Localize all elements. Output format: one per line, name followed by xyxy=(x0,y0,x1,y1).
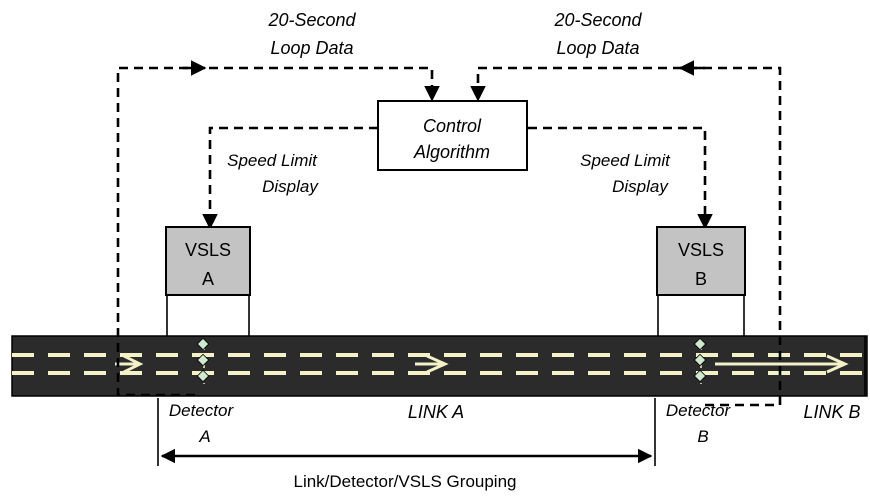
vsls-a-label-1: VSLS xyxy=(185,240,231,260)
traffic-flow-arrow-right xyxy=(715,354,849,374)
control-algorithm-label-2: Algorithm xyxy=(413,142,490,162)
detector-b-label-2: B xyxy=(697,427,708,446)
loop-data-line-left xyxy=(116,60,440,397)
grouping-label: Link/Detector/VSLS Grouping xyxy=(293,472,516,491)
link-a-label: LINK A xyxy=(408,402,464,422)
detector-a-label-2: A xyxy=(198,427,210,446)
vsls-a-label-2: A xyxy=(202,269,214,289)
loop-data-left-label-2: Loop Data xyxy=(270,38,353,58)
highway xyxy=(11,335,868,397)
control-algorithm-label-1: Control xyxy=(423,116,482,136)
detector-b-label-1: Detector xyxy=(666,401,732,420)
grouping-extent xyxy=(157,398,656,466)
traffic-flow-arrow-middle xyxy=(415,354,449,374)
loop-data-right-label-1: 20-Second xyxy=(553,10,642,30)
speed-limit-left-label-2: Display xyxy=(262,177,319,196)
detector-b-marker xyxy=(693,337,707,384)
vsls-b-panel xyxy=(656,226,746,296)
speed-limit-right-label-2: Display xyxy=(612,177,669,196)
speed-limit-right-label-1: Speed Limit xyxy=(580,151,671,170)
speed-limit-line-right xyxy=(528,126,713,230)
vsls-a-sign: VSLS A xyxy=(165,226,251,336)
control-algorithm-box xyxy=(377,100,528,171)
link-b-label: LINK B xyxy=(803,402,860,422)
loop-data-left-label-1: 20-Second xyxy=(267,10,356,30)
vsls-b-sign: VSLS B xyxy=(656,226,746,336)
loop-data-right-label-2: Loop Data xyxy=(556,38,639,58)
detector-a-marker xyxy=(196,337,210,384)
vsls-b-label-2: B xyxy=(695,269,707,289)
vsls-b-label-1: VSLS xyxy=(678,240,724,260)
speed-limit-left-label-1: Speed Limit xyxy=(227,151,318,170)
vsls-a-panel xyxy=(165,226,251,296)
loop-data-line-right xyxy=(470,60,782,407)
detector-a-label-1: Detector xyxy=(169,401,235,420)
speed-limit-line-left xyxy=(202,126,378,230)
